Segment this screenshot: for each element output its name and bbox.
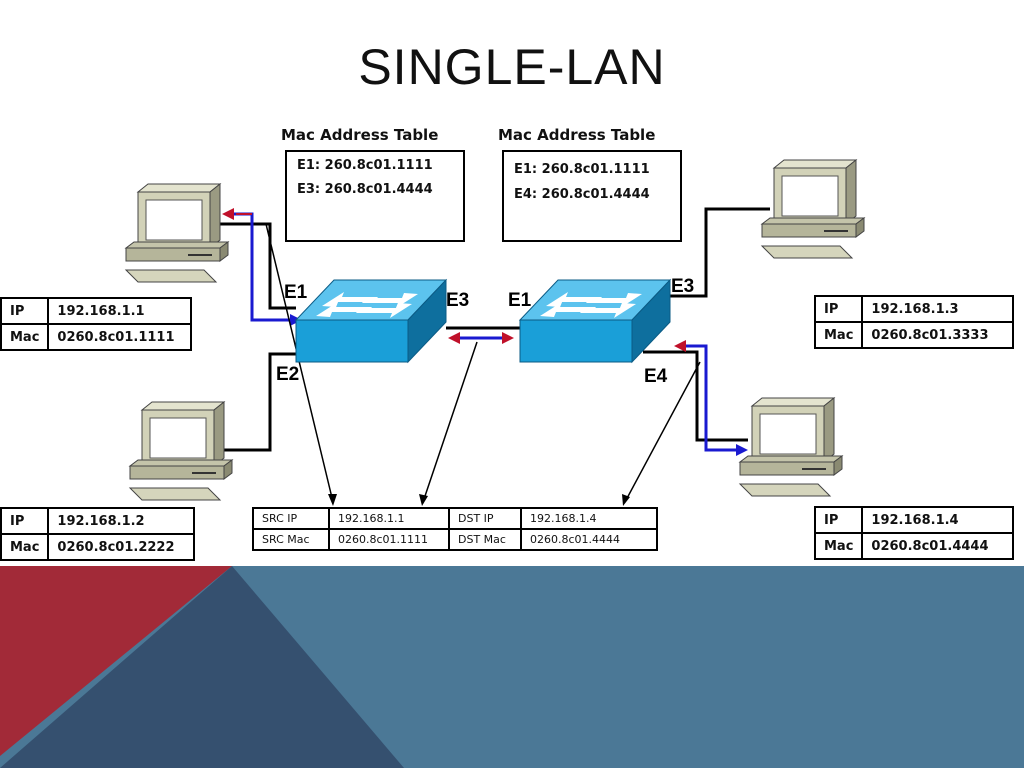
computer-1 (125, 183, 229, 283)
path-trunk-arrowhead-right (502, 332, 514, 344)
ip-label: IP (813, 506, 864, 534)
mac-table-2: E1: 260.8c01.1111 E4: 260.8c01.4444 (502, 150, 682, 242)
dst-ip-label: DST IP (448, 507, 522, 530)
computer-2 (129, 401, 233, 501)
ip-label: IP (813, 295, 864, 323)
switch-1 (295, 279, 447, 363)
src-ip-value: 192.168.1.1 (328, 507, 450, 530)
port-label-switch1-e2: E2 (276, 364, 300, 385)
ip-value: 192.168.1.4 (861, 506, 1015, 534)
pointer-line-3 (624, 361, 701, 503)
mac-table-2-entry: E1: 260.8c01.1111 (514, 162, 650, 177)
ip-label: IP (0, 507, 50, 535)
cable-pc2-e2 (220, 352, 296, 452)
footer-red-triangle (0, 566, 232, 756)
footer-band (0, 566, 1024, 768)
mac-table-2-title: Mac Address Table (498, 126, 656, 144)
src-mac-label: SRC Mac (252, 528, 330, 551)
path-pc4-arrowhead-left (674, 340, 686, 352)
ip-value: 192.168.1.1 (47, 297, 193, 325)
path-trunk-arrowhead-left (448, 332, 460, 344)
pointer-line-2 (422, 341, 478, 503)
port-label-switch2-e4: E4 (644, 366, 668, 387)
port-label-switch2-e1: E1 (508, 290, 532, 311)
mac-value: 0260.8c01.3333 (861, 321, 1015, 349)
mac-table-1-title: Mac Address Table (281, 126, 439, 144)
ip-label: IP (0, 297, 50, 325)
mac-table-2-entry: E4: 260.8c01.4444 (514, 187, 650, 202)
footer-navy-triangle (0, 566, 404, 768)
path-pc4-segment (680, 344, 742, 452)
mac-label: Mac (813, 532, 864, 560)
port-label-switch1-e3: E3 (446, 290, 470, 311)
slide-title: SINGLE-LAN (358, 39, 666, 95)
mac-value: 0260.8c01.4444 (861, 532, 1015, 560)
src-ip-label: SRC IP (252, 507, 330, 530)
path-pc4-arrowhead-right (736, 444, 748, 456)
dst-mac-value: 0260.8c01.4444 (520, 528, 658, 551)
ip-value: 192.168.1.3 (861, 295, 1015, 323)
mac-label: Mac (0, 533, 50, 561)
computer-3 (761, 159, 865, 259)
mac-label: Mac (0, 323, 50, 351)
mac-value: 0260.8c01.1111 (47, 323, 193, 351)
path-pc1-arrowhead-left (222, 208, 234, 220)
switch-2 (519, 279, 671, 363)
packet-header: SRC IP 192.168.1.1 DST IP 192.168.1.4 SR… (252, 507, 658, 551)
dst-ip-value: 192.168.1.4 (520, 507, 658, 530)
cable-pc1-e1 (210, 222, 296, 310)
pointer-line-1 (265, 223, 334, 503)
cable-pc3-e3 (665, 207, 770, 298)
computer-4 (739, 397, 843, 497)
src-mac-value: 0260.8c01.1111 (328, 528, 450, 551)
mac-table-1-entry: E3: 260.8c01.4444 (297, 182, 433, 197)
port-label-switch2-e3: E3 (671, 276, 695, 297)
dst-mac-label: DST Mac (448, 528, 522, 551)
mac-table-1-entry: E1: 260.8c01.1111 (297, 158, 433, 173)
cable-pc4-e4 (643, 350, 748, 442)
mac-table-1: E1: 260.8c01.1111 E3: 260.8c01.4444 (285, 150, 465, 242)
port-label-switch1-e1: E1 (284, 282, 308, 303)
mac-label: Mac (813, 321, 864, 349)
ip-value: 192.168.1.2 (47, 507, 196, 535)
mac-value: 0260.8c01.2222 (47, 533, 196, 561)
